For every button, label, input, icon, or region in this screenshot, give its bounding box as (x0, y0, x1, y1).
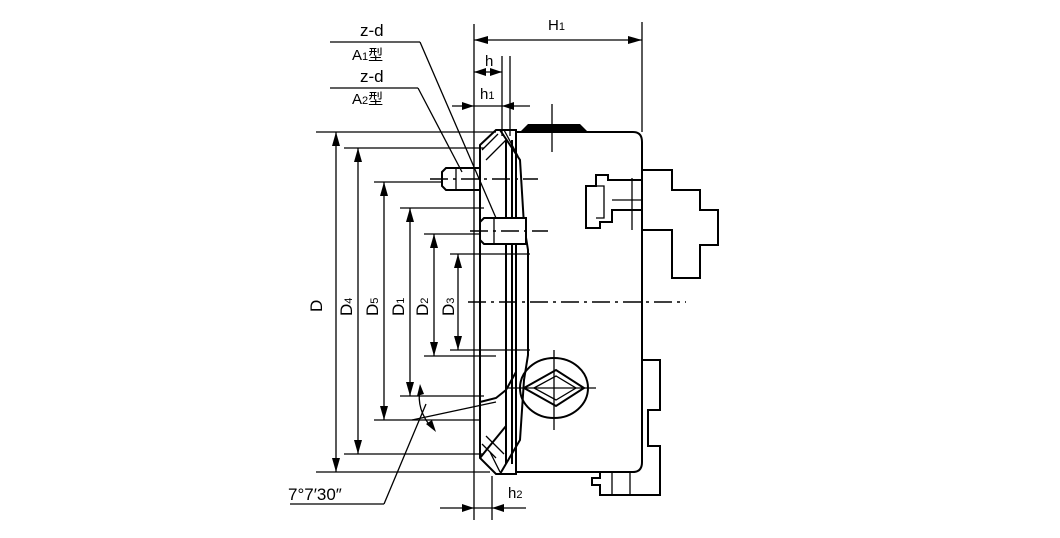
jaw-lower (591, 359, 661, 496)
label-h2: h2 (508, 485, 522, 502)
reference-lines (473, 22, 643, 520)
bolt-a2 (470, 217, 548, 245)
label-taper-angle: 7°7′30″ (288, 485, 342, 504)
label-h: h (485, 53, 493, 70)
label-D1: D1 (389, 298, 408, 316)
dimension-D5: D5 (363, 181, 480, 421)
dimension-D: D (307, 131, 496, 473)
jaw-upper (585, 169, 719, 279)
label-D: D (307, 300, 326, 312)
label-h1: h1 (480, 86, 494, 103)
bolt-a1 (430, 167, 538, 191)
label-H1: H1 (548, 17, 565, 34)
dimension-h2: h2 (440, 485, 526, 512)
dimension-D2: D2 (413, 233, 496, 357)
label-a1-type: A1型 (352, 47, 383, 64)
dimension-h1: h1 (452, 86, 530, 110)
label-D5: D5 (363, 298, 382, 316)
label-a2-type: A2型 (352, 91, 383, 108)
label-zd-bottom: z-d (360, 67, 384, 86)
chuck-body (516, 104, 643, 473)
label-D4: D4 (337, 298, 356, 316)
dimension-h: h (474, 53, 502, 76)
dimension-D1: D1 (389, 207, 484, 397)
taper-angle: 7°7′30″ (288, 384, 497, 505)
dimension-H1: H1 (474, 17, 642, 44)
label-D2: D2 (413, 298, 432, 316)
leader-labels: z-d A1型 z-d A2型 (330, 21, 497, 219)
label-D3: D3 (439, 298, 458, 316)
dimension-D3: D3 (439, 253, 530, 351)
dimension-D4: D4 (337, 147, 484, 455)
label-zd-top: z-d (360, 21, 384, 40)
key-socket (508, 350, 596, 430)
